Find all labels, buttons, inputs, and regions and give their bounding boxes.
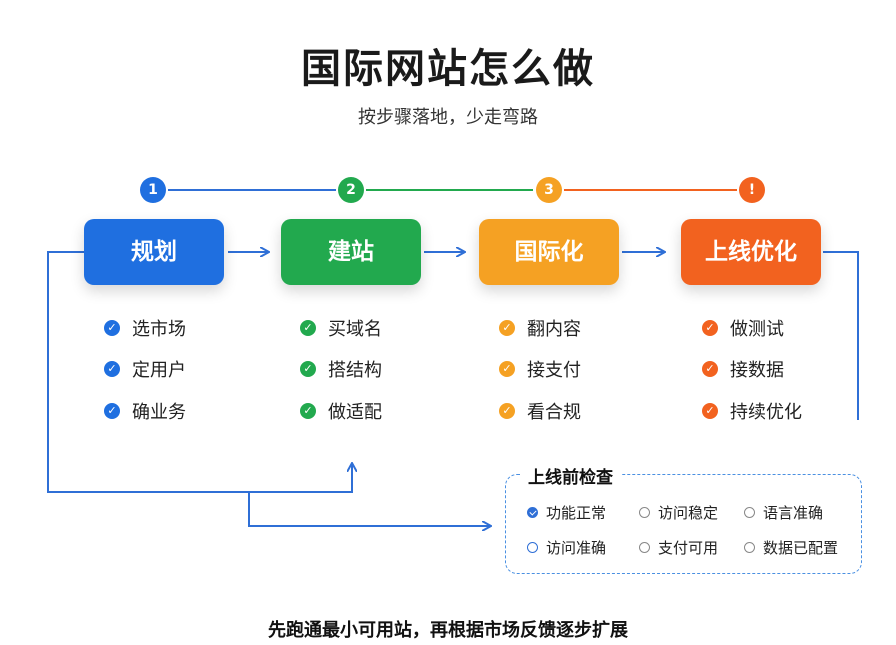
check-icon: ✓ bbox=[499, 361, 515, 377]
checklist-option-4[interactable]: 访问准确 bbox=[527, 537, 606, 558]
checklist-option-5[interactable]: 支付可用 bbox=[639, 537, 718, 558]
step-1-item-1: ✓选市场 bbox=[104, 315, 186, 341]
page-subtitle: 按步骤落地，少走弯路 bbox=[358, 107, 538, 128]
stage-launch-optimize: 上线优化 bbox=[681, 219, 821, 285]
check-icon: ✓ bbox=[104, 403, 120, 419]
step-2-number: 2 bbox=[338, 177, 364, 203]
step-4-item-1: ✓做测试 bbox=[702, 315, 784, 341]
checklist-option-2[interactable]: 访问稳定 bbox=[639, 502, 718, 523]
prelaunch-checklist-panel bbox=[505, 474, 862, 574]
step-4-item-3: ✓持续优化 bbox=[702, 398, 802, 424]
circle-icon bbox=[744, 542, 755, 553]
checklist-title: 上线前检查 bbox=[520, 463, 621, 488]
footer-note: 先跑通最小可用站，再根据市场反馈逐步扩展 bbox=[268, 620, 628, 641]
stage-i18n: 国际化 bbox=[479, 219, 619, 285]
check-icon: ✓ bbox=[702, 403, 718, 419]
check-icon: ✓ bbox=[300, 403, 316, 419]
circle-icon bbox=[527, 542, 538, 553]
arrow-to-checklist bbox=[248, 492, 490, 526]
circle-icon bbox=[744, 507, 755, 518]
step-4-warning-icon: ! bbox=[739, 177, 765, 203]
checklist-option-6[interactable]: 数据已配置 bbox=[744, 537, 838, 558]
page-title: 国际网站怎么做 bbox=[301, 46, 595, 92]
stage-build: 建站 bbox=[281, 219, 421, 285]
step-3-item-3: ✓看合规 bbox=[499, 398, 581, 424]
checklist-option-3[interactable]: 语言准确 bbox=[744, 502, 823, 523]
step-3-item-2: ✓接支付 bbox=[499, 356, 581, 382]
checklist-option-1[interactable]: 功能正常 bbox=[527, 502, 606, 523]
check-icon: ✓ bbox=[300, 361, 316, 377]
step-1-number: 1 bbox=[140, 177, 166, 203]
check-icon: ✓ bbox=[300, 320, 316, 336]
step-3-item-1: ✓翻内容 bbox=[499, 315, 581, 341]
checked-circle-icon bbox=[527, 507, 538, 518]
step-2-item-2: ✓搭结构 bbox=[300, 356, 382, 382]
loop-arrow-left bbox=[47, 251, 352, 493]
step-3-number: 3 bbox=[536, 177, 562, 203]
check-icon: ✓ bbox=[499, 320, 515, 336]
circle-icon bbox=[639, 542, 650, 553]
loop-arrow-right bbox=[823, 251, 859, 420]
step-2-item-1: ✓买域名 bbox=[300, 315, 382, 341]
step-1-item-3: ✓确业务 bbox=[104, 398, 186, 424]
step-2-item-3: ✓做适配 bbox=[300, 398, 382, 424]
circle-icon bbox=[639, 507, 650, 518]
check-icon: ✓ bbox=[104, 320, 120, 336]
step-1-item-2: ✓定用户 bbox=[104, 356, 186, 382]
check-icon: ✓ bbox=[104, 361, 120, 377]
check-icon: ✓ bbox=[702, 320, 718, 336]
check-icon: ✓ bbox=[702, 361, 718, 377]
step-4-item-2: ✓接数据 bbox=[702, 356, 784, 382]
stage-planning: 规划 bbox=[84, 219, 224, 285]
check-icon: ✓ bbox=[499, 403, 515, 419]
